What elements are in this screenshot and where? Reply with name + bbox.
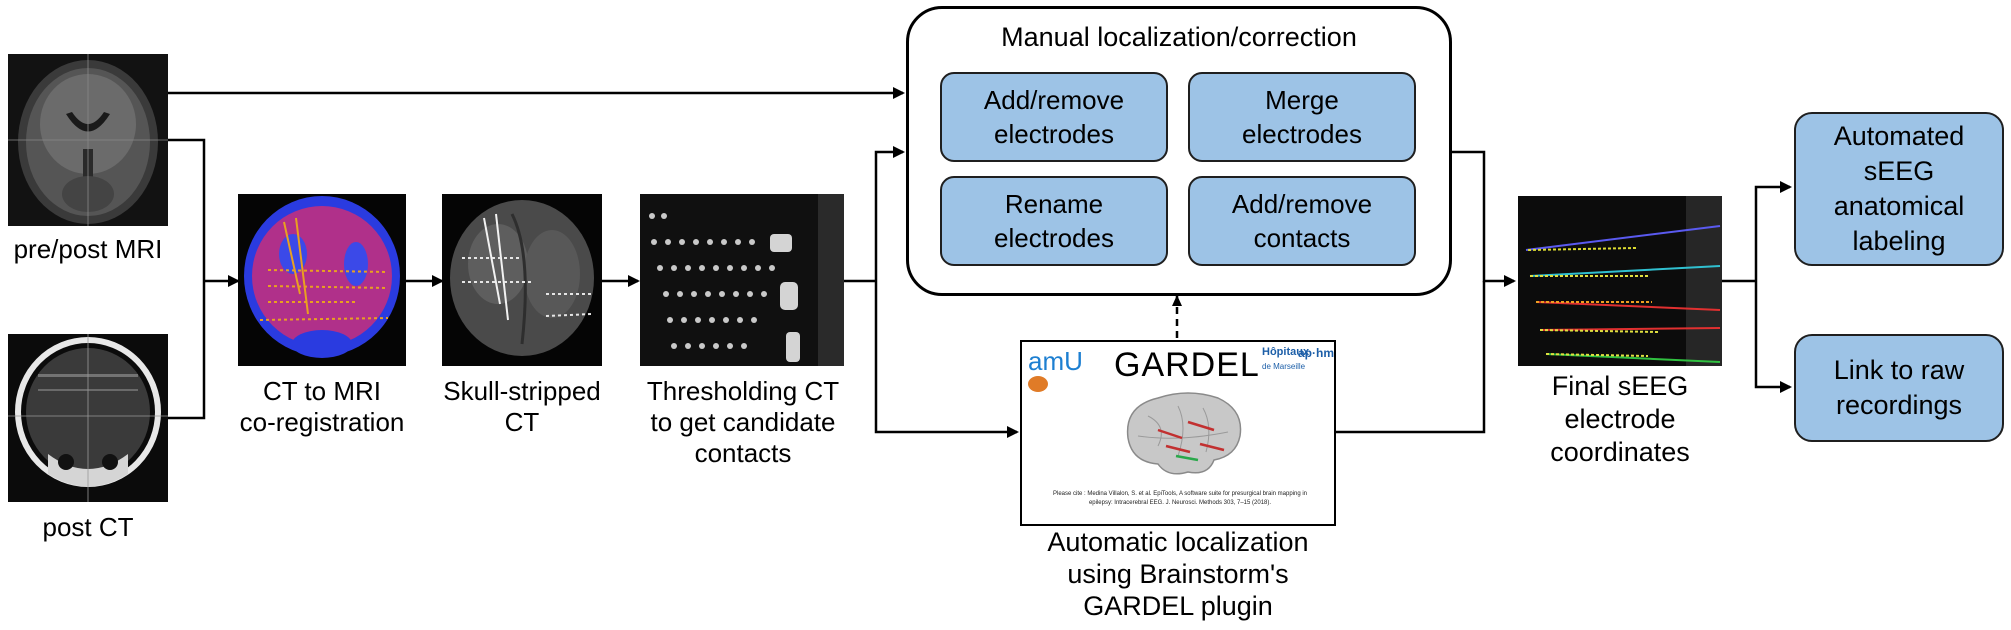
skull-stripped-label: Skull-stripped CT: [443, 376, 601, 437]
skull-stripped-image: [442, 194, 602, 366]
hopitaux-logo: Hôpitaux: [1262, 346, 1310, 358]
gardel-citation: Please cite : Medina Villalon, S. et al.…: [1052, 491, 1308, 506]
anatomical-labeling-box: Automated sEEG anatomical labeling: [1794, 112, 2004, 266]
manual-correction-title: Manual localization/correction: [1001, 22, 1357, 52]
coregistration-image: [238, 194, 406, 366]
mri-image: [8, 54, 168, 226]
final-coordinates-image: [1518, 196, 1722, 366]
link-raw-recordings-box: Link to raw recordings: [1794, 334, 2004, 442]
automatic-localization-label: Automatic localization using Brainstorm'…: [1047, 527, 1309, 621]
aphm-logo: ap·hm: [1298, 346, 1334, 360]
add-remove-contacts-text: Add/remove contacts: [1231, 189, 1373, 253]
mri-label: pre/post MRI: [13, 234, 163, 264]
gardel-plugin-screenshot: amU GARDEL Hôpitaux de Marseille ap·hm P…: [1020, 340, 1336, 526]
brain-logo-icon: [1028, 376, 1048, 392]
rename-electrodes-box: Rename electrodes: [940, 176, 1168, 266]
gardel-title: GARDEL: [1114, 346, 1260, 384]
brain-render-icon: [1126, 392, 1242, 475]
link-raw-recordings-text: Link to raw recordings: [1833, 355, 1965, 420]
add-remove-electrodes-text: Add/remove electrodes: [983, 85, 1125, 149]
merge-electrodes-box: Merge electrodes: [1188, 72, 1416, 162]
coregistration-label: CT to MRI co-registration: [239, 376, 405, 437]
thresholding-label: Thresholding CT to get candidate contact…: [646, 376, 840, 468]
ct-label: post CT: [42, 512, 134, 542]
amu-logo: amU: [1028, 346, 1083, 376]
merge-electrodes-text: Merge electrodes: [1242, 85, 1362, 149]
rename-electrodes-text: Rename electrodes: [994, 189, 1114, 253]
thresholding-image: [640, 194, 844, 366]
anatomical-labeling-text: Automated sEEG anatomical labeling: [1833, 121, 1965, 256]
ct-image: [8, 334, 168, 502]
add-remove-electrodes-box: Add/remove electrodes: [940, 72, 1168, 162]
final-coordinates-label: Final sEEG electrode coordinates: [1550, 371, 1690, 467]
add-remove-contacts-box: Add/remove contacts: [1188, 176, 1416, 266]
marseille-logo: de Marseille: [1262, 362, 1306, 371]
